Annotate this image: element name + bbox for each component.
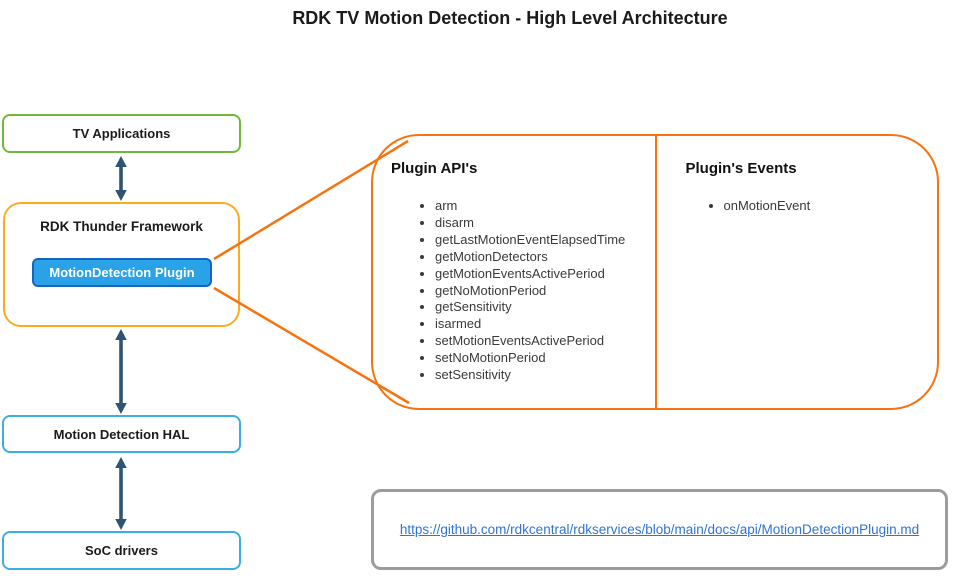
list-item: setNoMotionPeriod <box>435 350 625 367</box>
list-item: getMotionDetectors <box>435 249 625 266</box>
list-item: getLastMotionEventElapsedTime <box>435 232 625 249</box>
node-motiondetection-plugin-label: MotionDetection Plugin <box>49 265 195 280</box>
callout-divider <box>655 136 657 408</box>
node-tv-applications: TV Applications <box>2 114 241 153</box>
list-item: setSensitivity <box>435 367 625 384</box>
node-tv-applications-label: TV Applications <box>72 126 171 141</box>
node-soc-drivers: SoC drivers <box>2 531 241 570</box>
double-arrow-framework-hal <box>115 329 127 414</box>
list-item: isarmed <box>435 316 625 333</box>
documentation-link[interactable]: https://github.com/rdkcentral/rdkservice… <box>399 522 920 537</box>
node-motion-detection-hal-label: Motion Detection HAL <box>53 426 190 442</box>
list-item: getSensitivity <box>435 299 625 316</box>
list-item: getMotionEventsActivePeriod <box>435 266 625 283</box>
list-item: setMotionEventsActivePeriod <box>435 333 625 350</box>
double-arrow-tv-framework <box>115 156 127 201</box>
node-motiondetection-plugin: MotionDetection Plugin <box>32 258 212 287</box>
plugin-api-list: armdisarmgetLastMotionEventElapsedTimege… <box>373 198 625 384</box>
list-item: disarm <box>435 215 625 232</box>
list-item: onMotionEvent <box>724 198 811 215</box>
plugin-events-list: onMotionEvent <box>658 198 811 215</box>
double-arrow-hal-soc <box>115 457 127 530</box>
plugin-detail-callout: Plugin API's armdisarmgetLastMotionEvent… <box>371 134 939 410</box>
list-item: getNoMotionPeriod <box>435 283 625 300</box>
diagram-title: RDK TV Motion Detection - High Level Arc… <box>292 8 728 28</box>
list-item: arm <box>435 198 625 215</box>
reference-link-box: https://github.com/rdkcentral/rdkservice… <box>371 489 948 570</box>
node-rdk-thunder-framework-label: RDK Thunder Framework <box>40 219 203 234</box>
node-rdk-thunder-framework: RDK Thunder Framework MotionDetection Pl… <box>3 202 240 327</box>
node-motion-detection-hal: Motion Detection HAL <box>2 415 241 453</box>
node-soc-drivers-label: SoC drivers <box>85 543 158 558</box>
plugin-events-pane: Plugin's Events onMotionEvent <box>658 136 938 408</box>
plugin-api-heading: Plugin API's <box>391 160 478 177</box>
plugin-events-heading: Plugin's Events <box>685 160 797 177</box>
plugin-api-pane: Plugin API's armdisarmgetLastMotionEvent… <box>373 136 655 408</box>
